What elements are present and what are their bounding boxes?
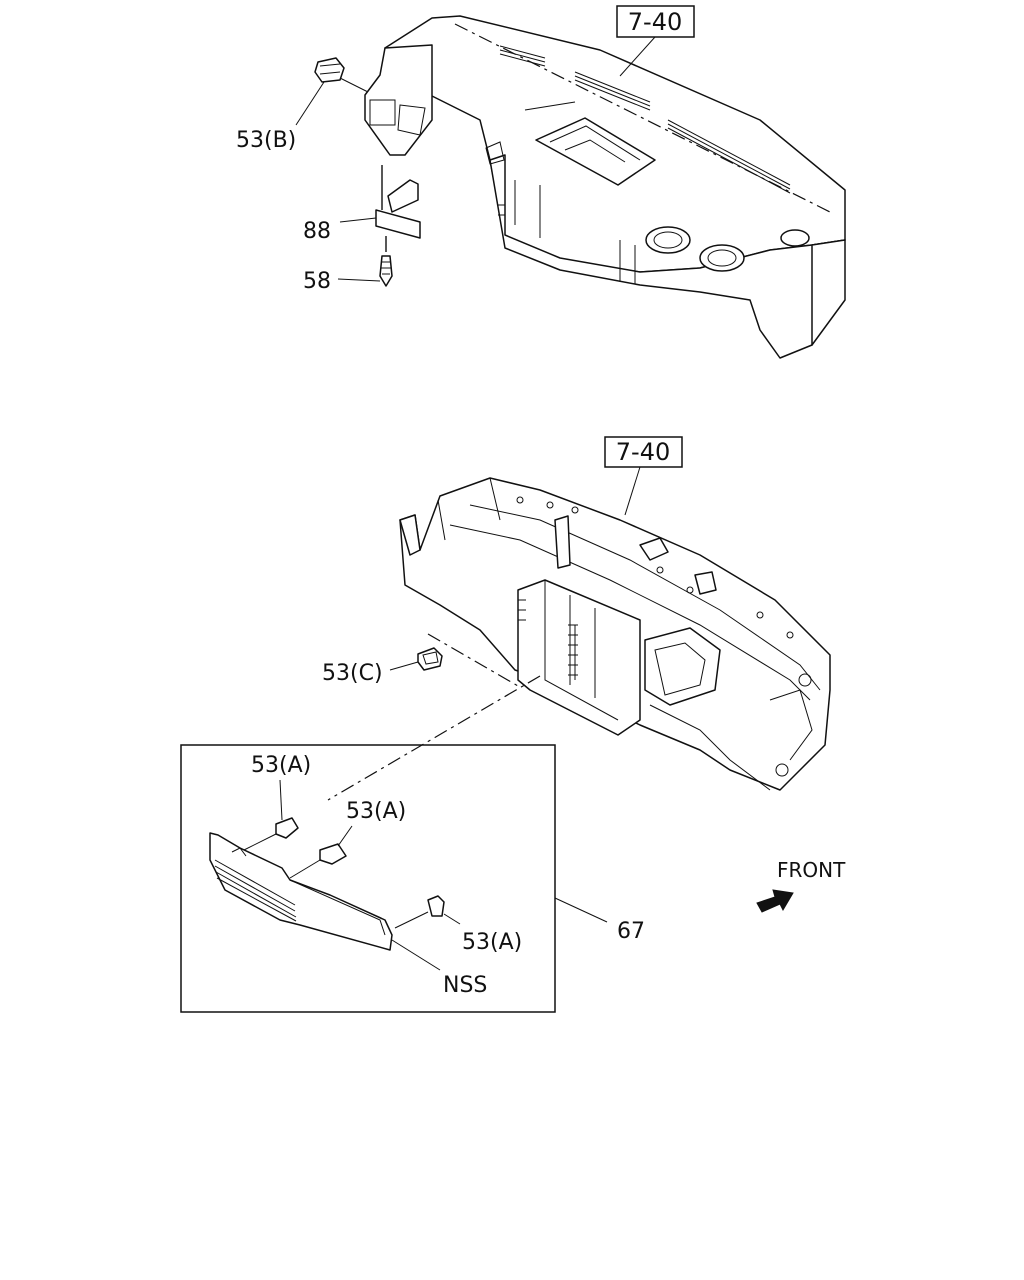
inset-box: 53(A) 53(A) 53(A) NSS — [180, 744, 556, 1013]
label-clip-c: 53(C) — [322, 661, 383, 686]
front-arrow-icon — [756, 889, 794, 913]
label-clip-b: 53(B) — [236, 128, 296, 153]
label-nss: NSS — [443, 973, 487, 998]
reference-box-top: 7-40 — [524, 5, 695, 111]
label-clip-a-1: 53(A) — [251, 753, 311, 778]
clip-c-part: 53(C) — [322, 633, 519, 687]
front-direction-indicator: FRONT — [756, 858, 846, 913]
label-front: FRONT — [777, 858, 846, 882]
inset-leader-line — [327, 675, 541, 801]
label-assembly: 67 — [617, 919, 645, 944]
panel-frame-illustration — [399, 477, 831, 791]
label-bracket: 88 — [303, 219, 331, 244]
clip-b-part: 53(B) — [236, 57, 369, 153]
reference-box-bottom: 7-40 — [604, 436, 683, 516]
label-clip-a-2: 53(A) — [346, 799, 406, 824]
reference-label-top: 7-40 — [628, 8, 682, 36]
label-clip-a-3: 53(A) — [462, 930, 522, 955]
instrument-panel-illustration — [364, 15, 846, 359]
bracket-part: 88 — [303, 165, 421, 244]
assembly-callout: 67 — [554, 897, 645, 944]
label-screw: 58 — [303, 269, 331, 294]
reference-label-bottom: 7-40 — [616, 438, 670, 466]
screw-part: 58 — [303, 236, 393, 294]
